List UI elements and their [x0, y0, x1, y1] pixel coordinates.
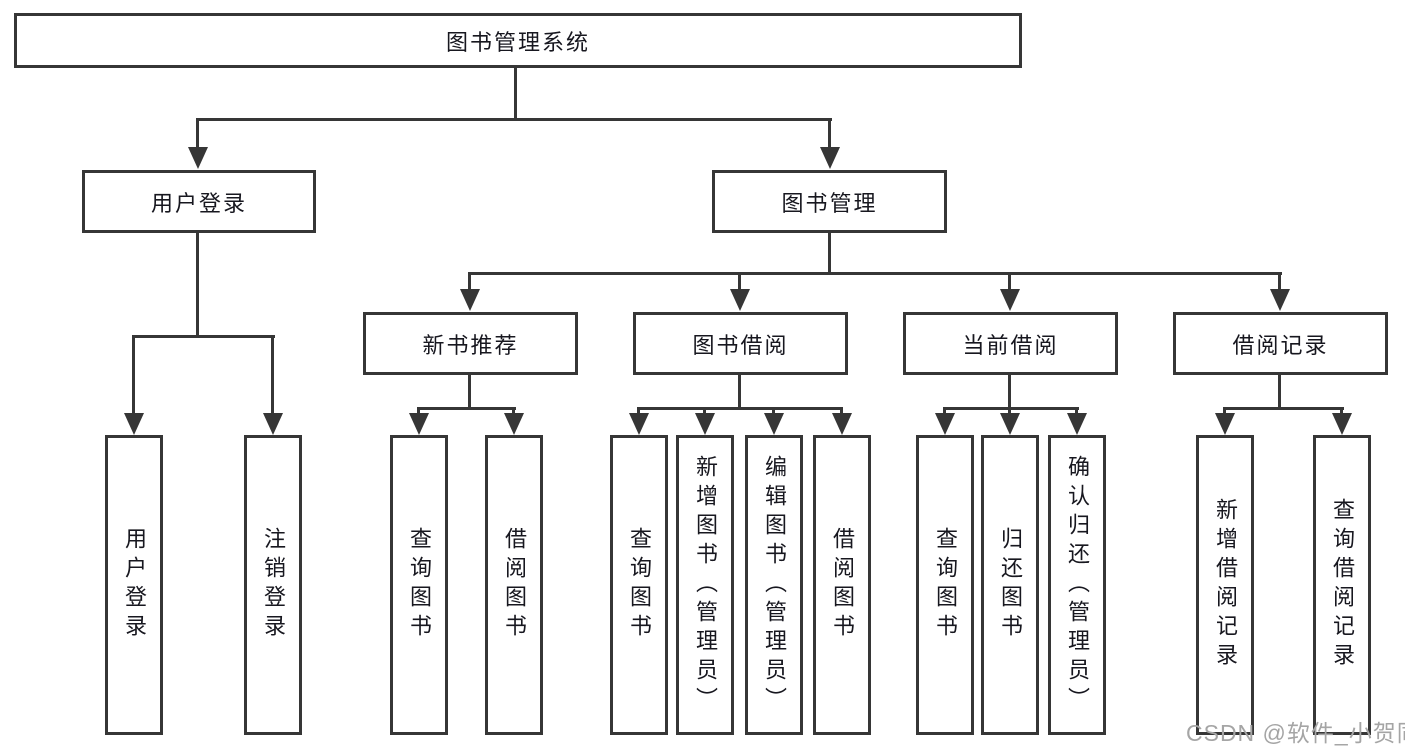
arrow-to-g2-borrow-books — [504, 413, 524, 435]
connector-borrow-records-stem — [1278, 272, 1281, 290]
node-new-book-recommendation: 新书推荐 — [363, 312, 578, 375]
connector-book-management-stem — [828, 118, 831, 150]
connector-book-borrow-down — [738, 375, 741, 409]
connector-user-login-bar — [132, 335, 275, 338]
node-borrowing-records: 借阅记录 — [1173, 312, 1388, 375]
arrow-to-g3-query-books — [629, 413, 649, 435]
connector-borrow-records-down — [1278, 375, 1281, 409]
node-book-management: 图书管理 — [712, 170, 947, 233]
arrow-to-g4-confirm-return — [1067, 413, 1087, 435]
leaf-confirm-return-admin: 确认归还（管理员） — [1048, 435, 1106, 735]
leaf-borrow-books-borrowing: 借阅图书 — [813, 435, 871, 735]
node-library-management-system: 图书管理系统 — [14, 13, 1022, 68]
arrow-to-borrowing-records — [1270, 289, 1290, 311]
watermark: CSDN @软件_小贺同学 — [1186, 720, 1405, 746]
connector-borrow-records-bar — [1223, 407, 1344, 410]
arrow-to-g2-query-books — [409, 413, 429, 435]
arrow-to-g4-return-books — [1000, 413, 1020, 435]
connector-new-book-down — [468, 375, 471, 409]
connector-level3-bar — [468, 272, 1282, 275]
arrow-to-book-borrowing — [730, 289, 750, 311]
leaf-query-books-borrowing: 查询图书 — [610, 435, 668, 735]
arrow-to-g5-add-record — [1215, 413, 1235, 435]
connector-current-borrow-stem — [1008, 272, 1011, 290]
connector-user-login-stem — [196, 118, 199, 150]
leaf-user-login: 用户登录 — [105, 435, 163, 735]
leaf-add-book-admin: 新增图书（管理员） — [676, 435, 734, 735]
leaf-borrow-books-recommend: 借阅图书 — [485, 435, 543, 735]
arrow-to-g4-query-books — [935, 413, 955, 435]
arrow-to-g5-query-record — [1332, 413, 1352, 435]
connector-new-book-bar — [417, 407, 516, 410]
connector-level2-bar — [196, 118, 832, 121]
connector-user-login-down — [196, 233, 199, 338]
node-user-login: 用户登录 — [82, 170, 316, 233]
connector-book-borrow-stem — [738, 272, 741, 290]
arrow-to-book-management — [820, 147, 840, 169]
leaf-query-books-current: 查询图书 — [916, 435, 974, 735]
connector-book-borrow-bar — [637, 407, 843, 410]
arrow-to-g3-edit-book — [764, 413, 784, 435]
connector-new-book-stem — [468, 272, 471, 290]
leaf-edit-book-admin: 编辑图书（管理员） — [745, 435, 803, 735]
arrow-to-g3-add-book — [695, 413, 715, 435]
leaf-query-borrow-record: 查询借阅记录 — [1313, 435, 1371, 735]
connector-leaf-logout-stem — [271, 335, 274, 415]
leaf-return-books: 归还图书 — [981, 435, 1039, 735]
leaf-add-borrow-record: 新增借阅记录 — [1196, 435, 1254, 735]
arrow-to-g3-borrow-books — [832, 413, 852, 435]
node-current-borrowing: 当前借阅 — [903, 312, 1118, 375]
arrow-to-new-book-recommendation — [460, 289, 480, 311]
arrow-to-leaf-logout — [263, 413, 283, 435]
arrow-to-user-login — [188, 147, 208, 169]
connector-book-management-down — [828, 233, 831, 275]
connector-current-borrow-down — [1008, 375, 1011, 409]
arrow-to-current-borrowing — [1000, 289, 1020, 311]
connector-leaf-user-login-stem — [132, 335, 135, 415]
connector-root-stem — [514, 68, 517, 120]
connector-current-borrow-bar — [943, 407, 1079, 410]
leaf-logout: 注销登录 — [244, 435, 302, 735]
arrow-to-leaf-user-login — [124, 413, 144, 435]
node-book-borrowing: 图书借阅 — [633, 312, 848, 375]
leaf-query-books-recommend: 查询图书 — [390, 435, 448, 735]
